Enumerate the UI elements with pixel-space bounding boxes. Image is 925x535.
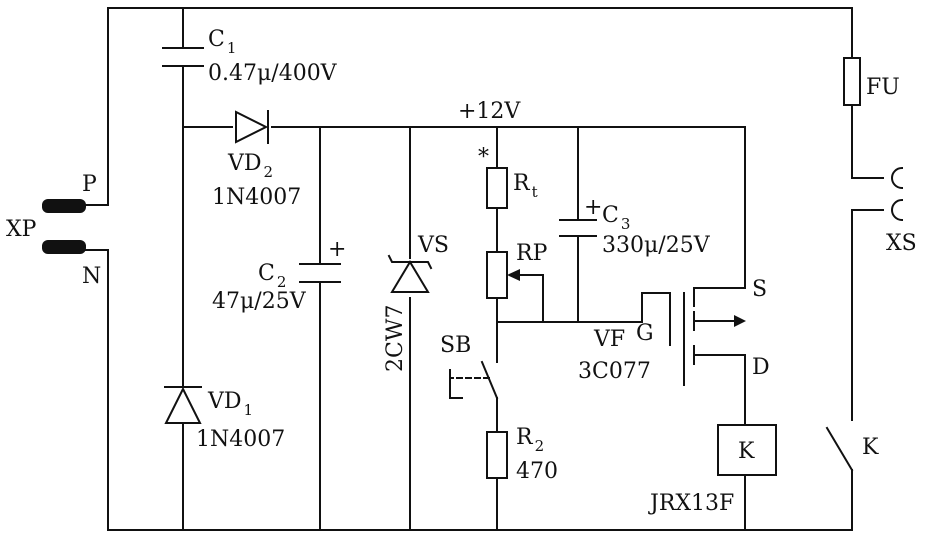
vs-part: 2CW7 [383,305,408,372]
relay-k-label: K [738,439,755,464]
potentiometer-rp [486,251,508,299]
vd1-part: 1N4007 [196,427,285,452]
xp-plug [42,199,86,254]
xp-label: XP [6,217,37,242]
c3-value: 330μ/25V [602,233,711,258]
resistor-r2 [486,431,508,479]
zener-vs [387,254,433,293]
resistor-rt [486,167,508,209]
vf-label: VF [593,327,625,352]
mosfet-vf [683,287,746,386]
c1-value: 0.47μ/400V [208,61,338,86]
r2-value: 470 [516,459,558,484]
switch-k [825,426,854,472]
relay-part: JRX13F [648,491,734,516]
rp-label: RP [516,241,548,266]
wiring [81,7,884,531]
vd2-part: 1N4007 [212,185,301,210]
supply-label: +12V [458,99,521,124]
fu-label: FU [866,75,900,100]
s-label: S [752,277,767,302]
relay-coil-k [717,424,777,476]
d-label: D [752,355,770,380]
capacitor-c1 [162,47,204,67]
c3-plus: + [584,195,602,220]
diode-vd1 [164,386,202,424]
fuse-fu [843,57,861,106]
rp-wiper-arrow [507,269,520,281]
sb-label: SB [440,333,471,358]
xs-label: XS [886,231,917,256]
g-label: G [636,321,654,346]
diode-vd2 [235,110,269,144]
p-label: P [82,172,97,197]
c2-plus: + [328,237,346,262]
k-switch-label: K [862,435,879,460]
vs-label: VS [417,233,449,258]
capacitor-c3 [559,219,597,237]
capacitor-c2 [299,263,341,283]
xs-socket [891,166,904,222]
switch-sb [449,360,499,400]
plug-pin-p [42,199,86,213]
rt-star: * [478,145,489,170]
plug-pin-n [42,240,86,254]
vf-part: 3C077 [578,359,651,384]
n-label: N [82,264,101,289]
c2-value: 47μ/25V [212,289,307,314]
